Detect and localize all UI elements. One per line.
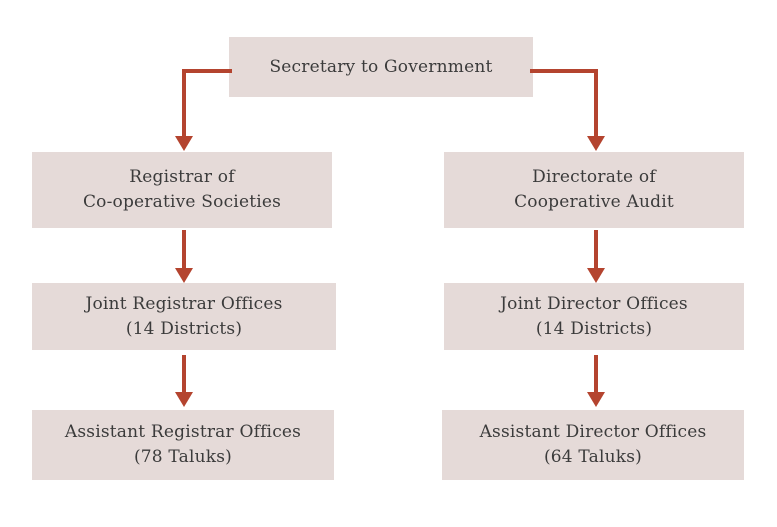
node-assistant-director-label: Assistant Director Offices (64 Taluks) — [479, 422, 707, 467]
arrowhead-joint-registrar-to-assistant-registrar-icon — [175, 392, 193, 407]
arrowhead-joint-director-to-assistant-director-icon — [587, 392, 605, 407]
node-directorate-of-cooperative-audit: Directorate of Cooperative Audit — [444, 152, 744, 228]
node-assistant-registrar-label: Assistant Registrar Offices (78 Taluks) — [64, 422, 302, 467]
node-registrar-label: Registrar of Co-operative Societies — [82, 167, 282, 212]
node-joint-registrar-label: Joint Registrar Offices (14 Districts) — [85, 293, 283, 339]
connector-directorate-to-joint-director-vertical — [594, 230, 598, 270]
connector-secretary-to-registrar-horizontal — [182, 69, 232, 73]
node-assistant-registrar-offices: Assistant Registrar Offices (78 Taluks) — [32, 410, 334, 480]
arrowhead-secretary-to-registrar-icon — [175, 136, 193, 151]
node-joint-registrar-offices: Joint Registrar Offices (14 Districts) — [32, 283, 336, 350]
arrowhead-directorate-to-joint-director-icon — [587, 268, 605, 283]
arrowhead-secretary-to-directorate-icon — [587, 136, 605, 151]
node-assistant-director-offices: Assistant Director Offices (64 Taluks) — [442, 410, 744, 480]
connector-joint-director-to-assistant-director-vertical — [594, 355, 598, 393]
connector-secretary-to-directorate-vertical — [594, 69, 598, 137]
node-secretary-to-government: Secretary to Government — [229, 37, 533, 97]
connector-registrar-to-joint-registrar-vertical — [182, 230, 186, 270]
connector-joint-registrar-to-assistant-registrar-vertical — [182, 355, 186, 393]
node-registrar-of-cooperative-societies: Registrar of Co-operative Societies — [32, 152, 332, 228]
node-joint-director-offices: Joint Director Offices (14 Districts) — [444, 283, 744, 350]
connector-secretary-to-registrar-vertical — [182, 69, 186, 137]
node-directorate-label: Directorate of Cooperative Audit — [514, 167, 674, 212]
arrowhead-registrar-to-joint-registrar-icon — [175, 268, 193, 283]
node-secretary-label: Secretary to Government — [269, 56, 493, 77]
node-joint-director-label: Joint Director Offices (14 Districts) — [500, 293, 688, 339]
connector-secretary-to-directorate-horizontal — [530, 69, 598, 73]
